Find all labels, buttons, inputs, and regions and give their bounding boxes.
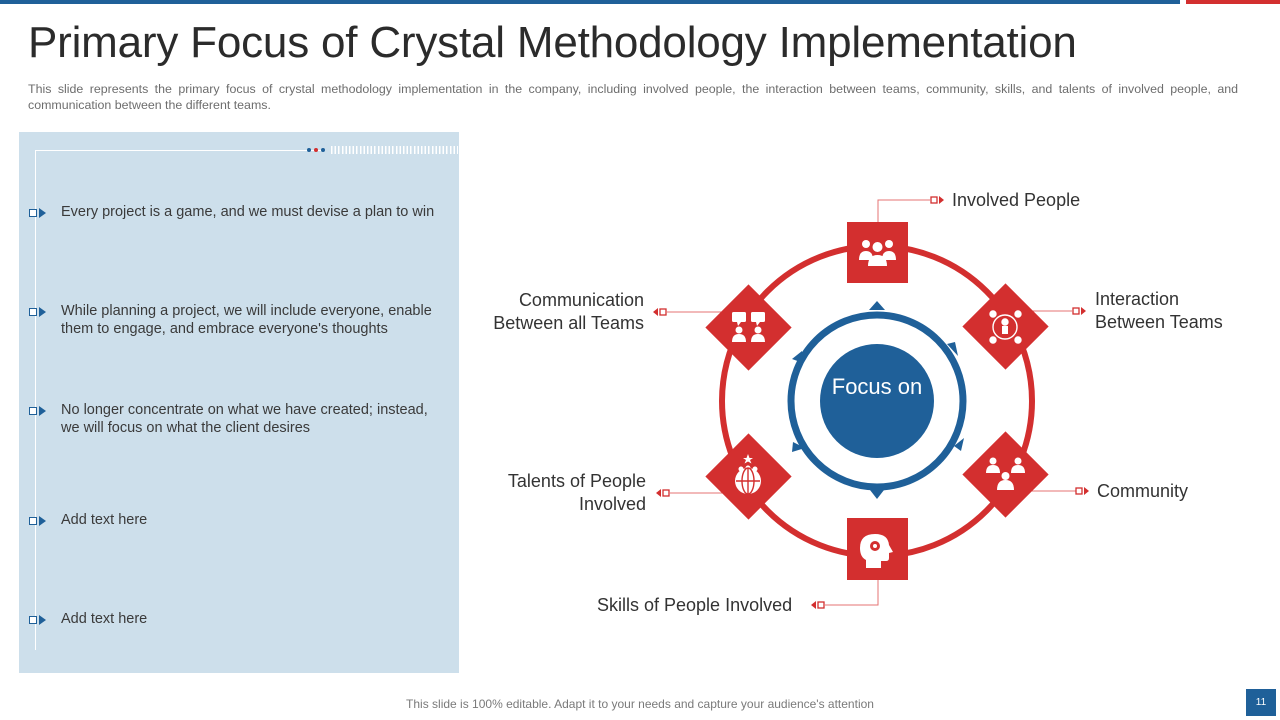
node-involved-people — [847, 222, 908, 283]
top-accent-bar-blue — [0, 0, 1180, 4]
talent-globe-icon — [735, 454, 761, 495]
community-icon — [986, 457, 1025, 490]
bullet-arrow-icon — [29, 405, 49, 417]
team-network-icon — [989, 310, 1022, 344]
label-community: Community — [1097, 481, 1189, 501]
node-skills — [847, 518, 908, 580]
panel-top-line — [35, 150, 323, 151]
head-gear-icon — [860, 534, 893, 568]
bullet-text: Add text here — [61, 512, 148, 528]
center-circle — [820, 344, 934, 458]
text-panel: Every project is a game, and we must dev… — [19, 132, 459, 673]
bullet-arrow-icon — [29, 306, 49, 318]
bullet-arrow-icon — [29, 207, 49, 219]
slide-footer: This slide is 100% editable. Adapt it to… — [406, 697, 874, 711]
group-people-icon — [859, 240, 896, 266]
label-talents: Talents of People Involved — [507, 471, 646, 514]
node-communication — [705, 284, 792, 371]
label-interaction-between-teams: Interaction Between Teams — [1095, 289, 1223, 332]
label-communication: Communication Between all Teams — [493, 290, 644, 333]
node-interaction-between-teams — [962, 283, 1049, 370]
bullet-arrow-icon — [29, 515, 49, 527]
bullet-text: While planning a project, we will includ… — [61, 303, 432, 337]
page-number: 11 — [1246, 689, 1276, 716]
bullet-text: Add text here — [61, 611, 148, 627]
node-talents — [705, 433, 792, 520]
panel-side-line — [35, 150, 36, 650]
chat-people-icon — [732, 312, 765, 342]
center-focus-label: Focus on — [831, 374, 923, 399]
bullet-text: No longer concentrate on what we have cr… — [61, 402, 428, 436]
panel-ticks-decoration — [331, 146, 458, 154]
bullet-arrow-icon — [29, 614, 49, 626]
bullet-text: Every project is a game, and we must dev… — [61, 204, 435, 220]
slide-subtitle: This slide represents the primary focus … — [28, 82, 1238, 112]
slide-title: Primary Focus of Crystal Methodology Imp… — [28, 18, 1077, 67]
label-involved-people: Involved People — [952, 190, 1081, 210]
outer-ring — [719, 243, 1035, 559]
label-skills: Skills of People Involved — [597, 595, 793, 615]
top-accent-bar-red — [1186, 0, 1280, 4]
node-community — [962, 431, 1049, 518]
